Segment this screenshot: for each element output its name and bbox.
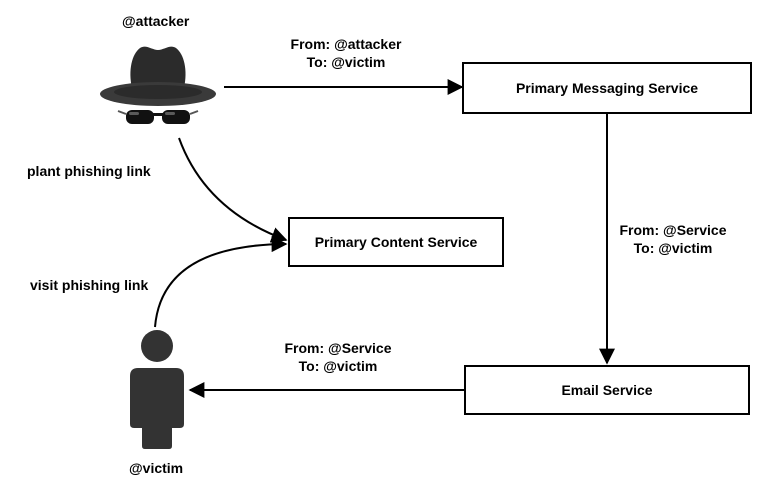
edge-label-messaging-to-email: From: @Service To: @victim (612, 221, 734, 257)
edge-to-label: To: @victim (633, 240, 713, 256)
attacker-label: @attacker (122, 13, 190, 29)
email-service-label: Email Service (561, 382, 653, 398)
spy-hat-sunglasses-icon (100, 46, 216, 124)
plant-phishing-link-label: plant phishing link (27, 163, 151, 179)
arrow-victim-to-content (154, 236, 288, 328)
edge-label-attacker-to-messaging: From: @attacker To: @victim (276, 35, 416, 71)
primary-messaging-service-box: Primary Messaging Service (462, 62, 752, 114)
email-service-box: Email Service (464, 365, 750, 415)
primary-content-service-box: Primary Content Service (288, 217, 504, 267)
victim-label: @victim (129, 460, 184, 476)
edge-to-label: To: @victim (298, 358, 378, 374)
edge-to-label: To: @victim (306, 54, 386, 70)
edge-from-label: From: @attacker (290, 36, 402, 52)
edge-label-email-to-victim: From: @Service To: @victim (277, 339, 399, 375)
arrow-attacker-to-content (178, 137, 288, 243)
primary-content-service-label: Primary Content Service (314, 234, 478, 250)
visit-phishing-link-label: visit phishing link (30, 277, 149, 293)
primary-messaging-service-label: Primary Messaging Service (515, 80, 699, 96)
edge-from-label: From: @Service (284, 340, 392, 356)
edge-from-label: From: @Service (619, 222, 727, 238)
person-silhouette-icon (130, 330, 184, 449)
